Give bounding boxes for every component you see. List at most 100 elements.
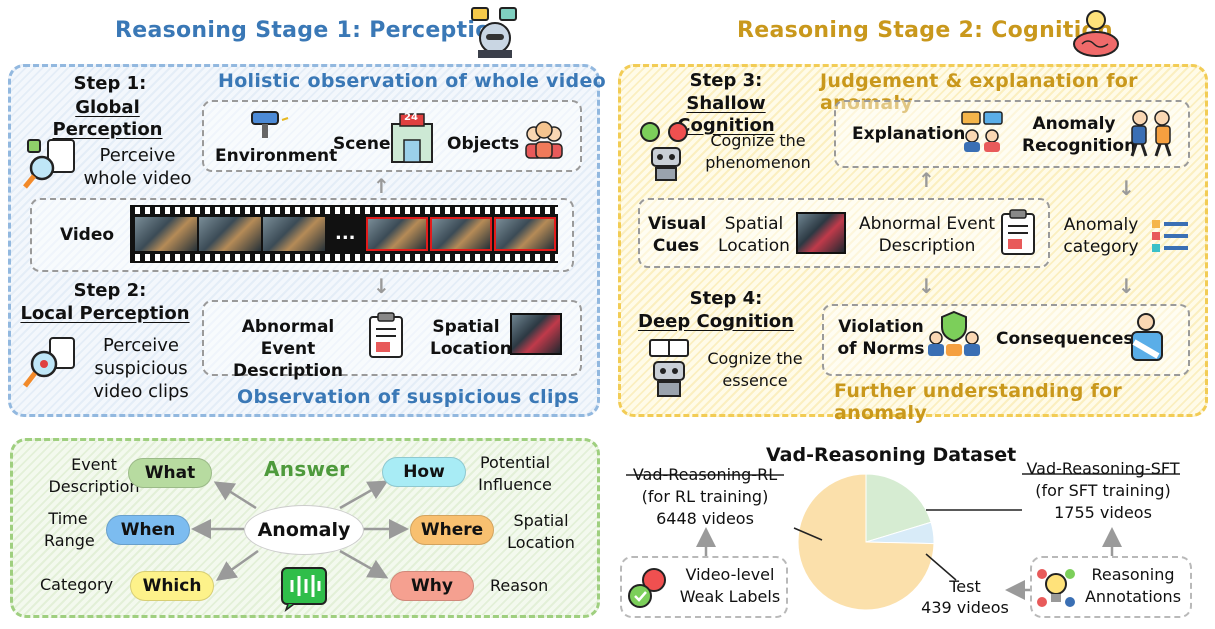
injury-icon [1124,312,1172,362]
when-pill: When [106,515,190,545]
where-pill: Where [410,515,494,545]
sft-count: 1755 videos [1054,503,1152,522]
robot-check-icon [638,122,694,182]
bug-search-icon [22,336,78,390]
pie-slice-vad-reasoning-sft [865,473,932,543]
anomaly-node: Anomaly [244,505,364,555]
arrow-down-category: ↓ [1118,176,1135,200]
audio-wave-icon [280,566,328,613]
anomaly-category-label: Anomaly category [1063,215,1139,257]
stage2-title: Reasoning Stage 2: Cognition [737,18,1113,43]
step4-desc: Cognize the essence [707,349,803,390]
consequences-label: Consequences [996,329,1134,349]
check-cross-icon [626,566,670,610]
environment-label: Environment [215,146,338,166]
clipboard-icon-2 [1000,209,1036,256]
arrow-down-local: ↓ [373,274,390,298]
which-pill: Which [130,571,214,601]
step2-title: Step 2: [73,280,147,301]
step1-desc: Perceive whole video [83,145,192,189]
how-desc: Potential Influence [478,453,552,494]
step3-desc: Cognize the phenomenon [705,131,811,172]
suspicious-frame [366,217,428,251]
cognition-panel [618,64,1208,417]
clipboard-icon [368,312,404,359]
visual-thumbnail [796,212,846,254]
rl-sub: (for RL training) [641,487,769,506]
violation-label: Violation of Norms [837,317,925,359]
store-sign: 24 [404,112,418,123]
weak-labels: Video-level Weak Labels [679,565,781,606]
step3-name: Shallow Cognition [677,93,775,136]
visual-cues-label: Visual Cues [648,214,707,256]
suspicious-frame [494,217,556,251]
answer-title: Answer [264,457,350,481]
step4-title: Step 4: [689,288,763,309]
sft-sub: (for SFT training) [1035,481,1171,500]
people-icon [522,118,566,160]
rl-name: Vad-Reasoning-RL [632,465,778,484]
arrow-down-further: ↓ [1118,274,1135,298]
store-icon: 24 [390,112,434,164]
rl-count: 6448 videos [656,509,754,528]
ellipsis: ... [335,223,356,244]
test-name: Test [949,577,981,596]
further-title: Further understanding for anomaly [834,380,1123,424]
step1-name: Global Perception [52,97,163,140]
magnifier-doc-icon [22,138,78,190]
arrow-up-judgement: ↑ [918,168,935,192]
step4-name: Deep Cognition [638,311,794,332]
video-label: Video [60,225,115,245]
suspicious-title: Observation of suspicious clips [237,386,580,408]
scene-label: Scene [333,134,391,154]
video-frame [135,217,197,251]
spatial-label: Spatial Location [430,317,512,359]
why-desc: Reason [490,576,549,595]
explanation-label: Explanation [852,124,966,144]
reasoning-ann: Reasoning Annotations [1084,565,1182,606]
arrow-up-holistic: ↑ [373,174,390,198]
judgement-box [834,100,1190,168]
brain-bulb-icon [1070,6,1122,58]
what-pill: What [128,458,212,488]
where-desc: Spatial Location [507,511,575,552]
sft-name: Vad-Reasoning-SFT [1026,459,1180,478]
video-filmstrip: ... [130,205,558,263]
video-frame [263,217,325,251]
step2-name: Local Perception [20,303,190,324]
robot-book-icon [644,338,694,398]
pie-slice-vad-reasoning-rl [797,473,935,611]
visual-cues-box [638,198,1050,268]
arrow-down-deep: ↓ [918,274,935,298]
spatial-location-label: Spatial Location [718,214,790,256]
objects-label: Objects [447,134,520,154]
abnormal-event-label: Abnormal Event Description [233,317,343,381]
dataset-pie [797,473,935,611]
list-icon [1150,218,1190,254]
spatial-thumbnail [510,313,562,355]
bulb-icon [1036,566,1076,610]
step2-desc: Perceive suspicious video clips [93,335,189,402]
discussion-icon [960,110,1004,154]
test-count: 439 videos [921,598,1009,617]
which-desc: Category [40,575,114,594]
anomaly-recognition-label: Anomaly Recognition [1022,114,1137,156]
perception-icon [466,6,524,58]
when-desc: Time Range [44,509,95,550]
what-desc: Event Description [48,455,140,496]
fight-icon [1126,108,1176,158]
deep-box [822,304,1190,376]
stage1-title: Reasoning Stage 1: Perception [115,18,507,43]
group-shield-icon [926,310,982,358]
why-pill: Why [390,571,474,601]
abnormal-desc-label: Abnormal Event Description [858,214,996,256]
suspicious-frame [430,217,492,251]
camera-icon [244,108,289,144]
how-pill: How [382,457,466,487]
holistic-title: Holistic observation of whole video [218,70,606,92]
step3-title: Step 3: [689,70,763,91]
dataset-title: Vad-Reasoning Dataset [766,444,1017,466]
video-frame [199,217,261,251]
